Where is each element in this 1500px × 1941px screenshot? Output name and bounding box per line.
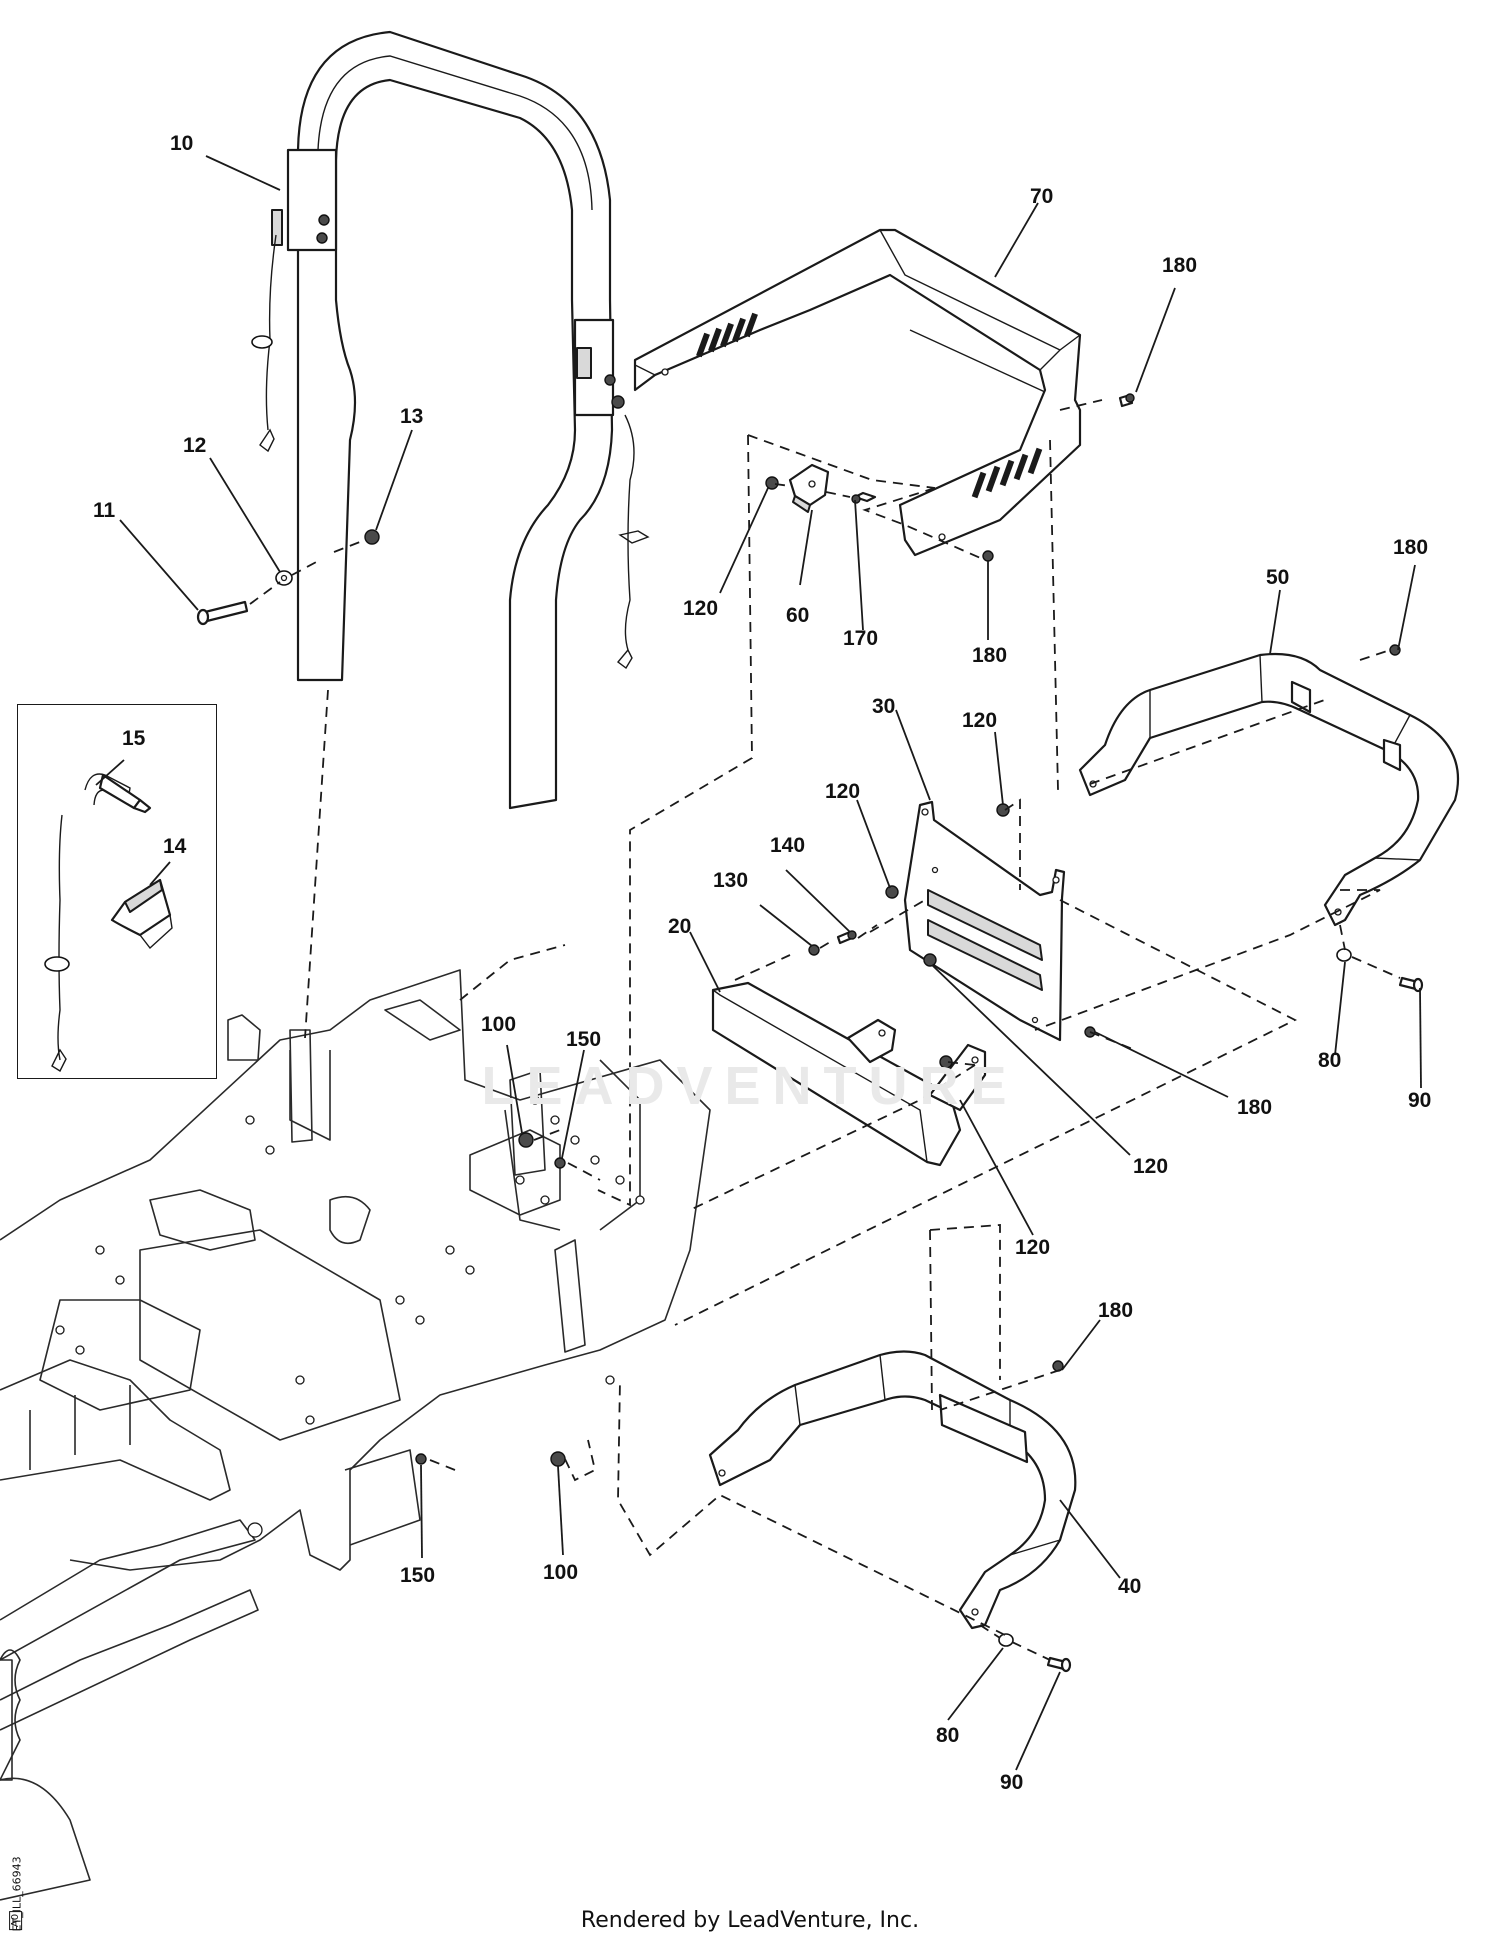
callout-170: 170 bbox=[843, 627, 878, 650]
nut-part-130[interactable] bbox=[808, 944, 820, 956]
callout-100-upper: 100 bbox=[481, 1013, 516, 1036]
nut-part-120-upper[interactable] bbox=[765, 476, 779, 490]
callout-20: 20 bbox=[668, 915, 691, 938]
washer-part-80-lower[interactable] bbox=[998, 1633, 1014, 1647]
callout-120-plate-top: 120 bbox=[962, 709, 997, 732]
callout-150-upper: 150 bbox=[566, 1028, 601, 1051]
callout-80-lower: 80 bbox=[936, 1724, 959, 1747]
callout-13: 13 bbox=[400, 405, 423, 428]
bolt-part-140[interactable] bbox=[836, 930, 857, 945]
callout-90-upper: 90 bbox=[1408, 1089, 1431, 1112]
callout-180-plate: 180 bbox=[1237, 1096, 1272, 1119]
callout-40: 40 bbox=[1118, 1575, 1141, 1598]
leader-lines bbox=[95, 155, 1422, 1771]
callout-60: 60 bbox=[786, 604, 809, 627]
footer-credit: Rendered by LeadVenture, Inc. bbox=[580, 1908, 920, 1933]
callout-11: 11 bbox=[93, 499, 116, 522]
inset-clip-part-14[interactable] bbox=[110, 878, 173, 950]
washer-part-12[interactable] bbox=[275, 570, 293, 586]
bolt-part-11[interactable] bbox=[196, 600, 249, 626]
callout-100-lower: 100 bbox=[543, 1561, 578, 1584]
handle-part-40[interactable] bbox=[708, 1350, 1077, 1630]
callout-180-shield-bottom: 180 bbox=[972, 644, 1007, 667]
callout-15: 15 bbox=[122, 727, 146, 750]
callout-50: 50 bbox=[1266, 566, 1289, 589]
mower-frame bbox=[0, 969, 711, 1901]
handle-part-50[interactable] bbox=[1078, 652, 1460, 927]
inset-pin-part-15[interactable] bbox=[44, 773, 152, 1073]
plate-part-30[interactable] bbox=[903, 800, 1066, 1042]
callout-14: 14 bbox=[163, 835, 187, 858]
channel-part-20[interactable] bbox=[711, 981, 987, 1167]
watermark: LEADVENTURE bbox=[481, 1056, 1019, 1116]
nut-part-120-plate-bottom[interactable] bbox=[923, 953, 937, 967]
screw-part-180-shield-bottom[interactable] bbox=[982, 550, 994, 562]
screw-part-150-lower[interactable] bbox=[415, 1453, 427, 1465]
washer-part-80-upper[interactable] bbox=[1336, 948, 1352, 962]
callout-labels: 10 11 12 13 15 14 70 180 120 60 170 180 … bbox=[93, 132, 1431, 1794]
callout-120-bracket: 120 bbox=[683, 597, 718, 620]
lanyard-pin-right bbox=[604, 374, 650, 670]
bracket-part-60[interactable] bbox=[788, 463, 830, 513]
bolt-part-90-lower[interactable] bbox=[1046, 1656, 1072, 1673]
callout-150-lower: 150 bbox=[400, 1564, 435, 1587]
screw-part-180-shield-right[interactable] bbox=[1118, 393, 1135, 408]
callout-180-handle-lower: 180 bbox=[1098, 1299, 1133, 1322]
callout-130: 130 bbox=[713, 869, 748, 892]
screw-part-170[interactable] bbox=[851, 491, 877, 504]
callout-30: 30 bbox=[872, 695, 895, 718]
callout-80-upper: 80 bbox=[1318, 1049, 1341, 1072]
lanyard-pin-left bbox=[251, 214, 330, 453]
nut-part-120-plate-left[interactable] bbox=[885, 885, 899, 899]
bolt-part-90-upper[interactable] bbox=[1398, 976, 1424, 993]
seat-shield-part-70[interactable] bbox=[633, 228, 1082, 557]
nut-part-120-plate-top[interactable] bbox=[996, 803, 1010, 817]
screw-part-180-handle-upper[interactable] bbox=[1389, 644, 1401, 656]
nut-part-100-lower[interactable] bbox=[550, 1451, 566, 1467]
nut-part-100-upper[interactable] bbox=[518, 1132, 534, 1148]
callout-70: 70 bbox=[1030, 185, 1053, 208]
callout-120-plate-bottom: 120 bbox=[1133, 1155, 1168, 1178]
callout-12: 12 bbox=[183, 434, 206, 457]
callout-120-plate-left: 120 bbox=[825, 780, 860, 803]
callout-90-lower: 90 bbox=[1000, 1771, 1023, 1794]
assembly-lines bbox=[304, 399, 1401, 1661]
callout-140: 140 bbox=[770, 834, 805, 857]
callout-180-handle-upper: 180 bbox=[1393, 536, 1428, 559]
callout-180-shield-right: 180 bbox=[1162, 254, 1197, 277]
screw-part-150-upper[interactable] bbox=[554, 1157, 566, 1169]
callout-120-channel: 120 bbox=[1015, 1236, 1050, 1259]
roll-bar-part-10[interactable] bbox=[271, 30, 615, 810]
nut-part-13[interactable] bbox=[364, 529, 380, 545]
detail-inset-box bbox=[17, 704, 217, 1079]
callout-10: 10 bbox=[170, 132, 193, 155]
